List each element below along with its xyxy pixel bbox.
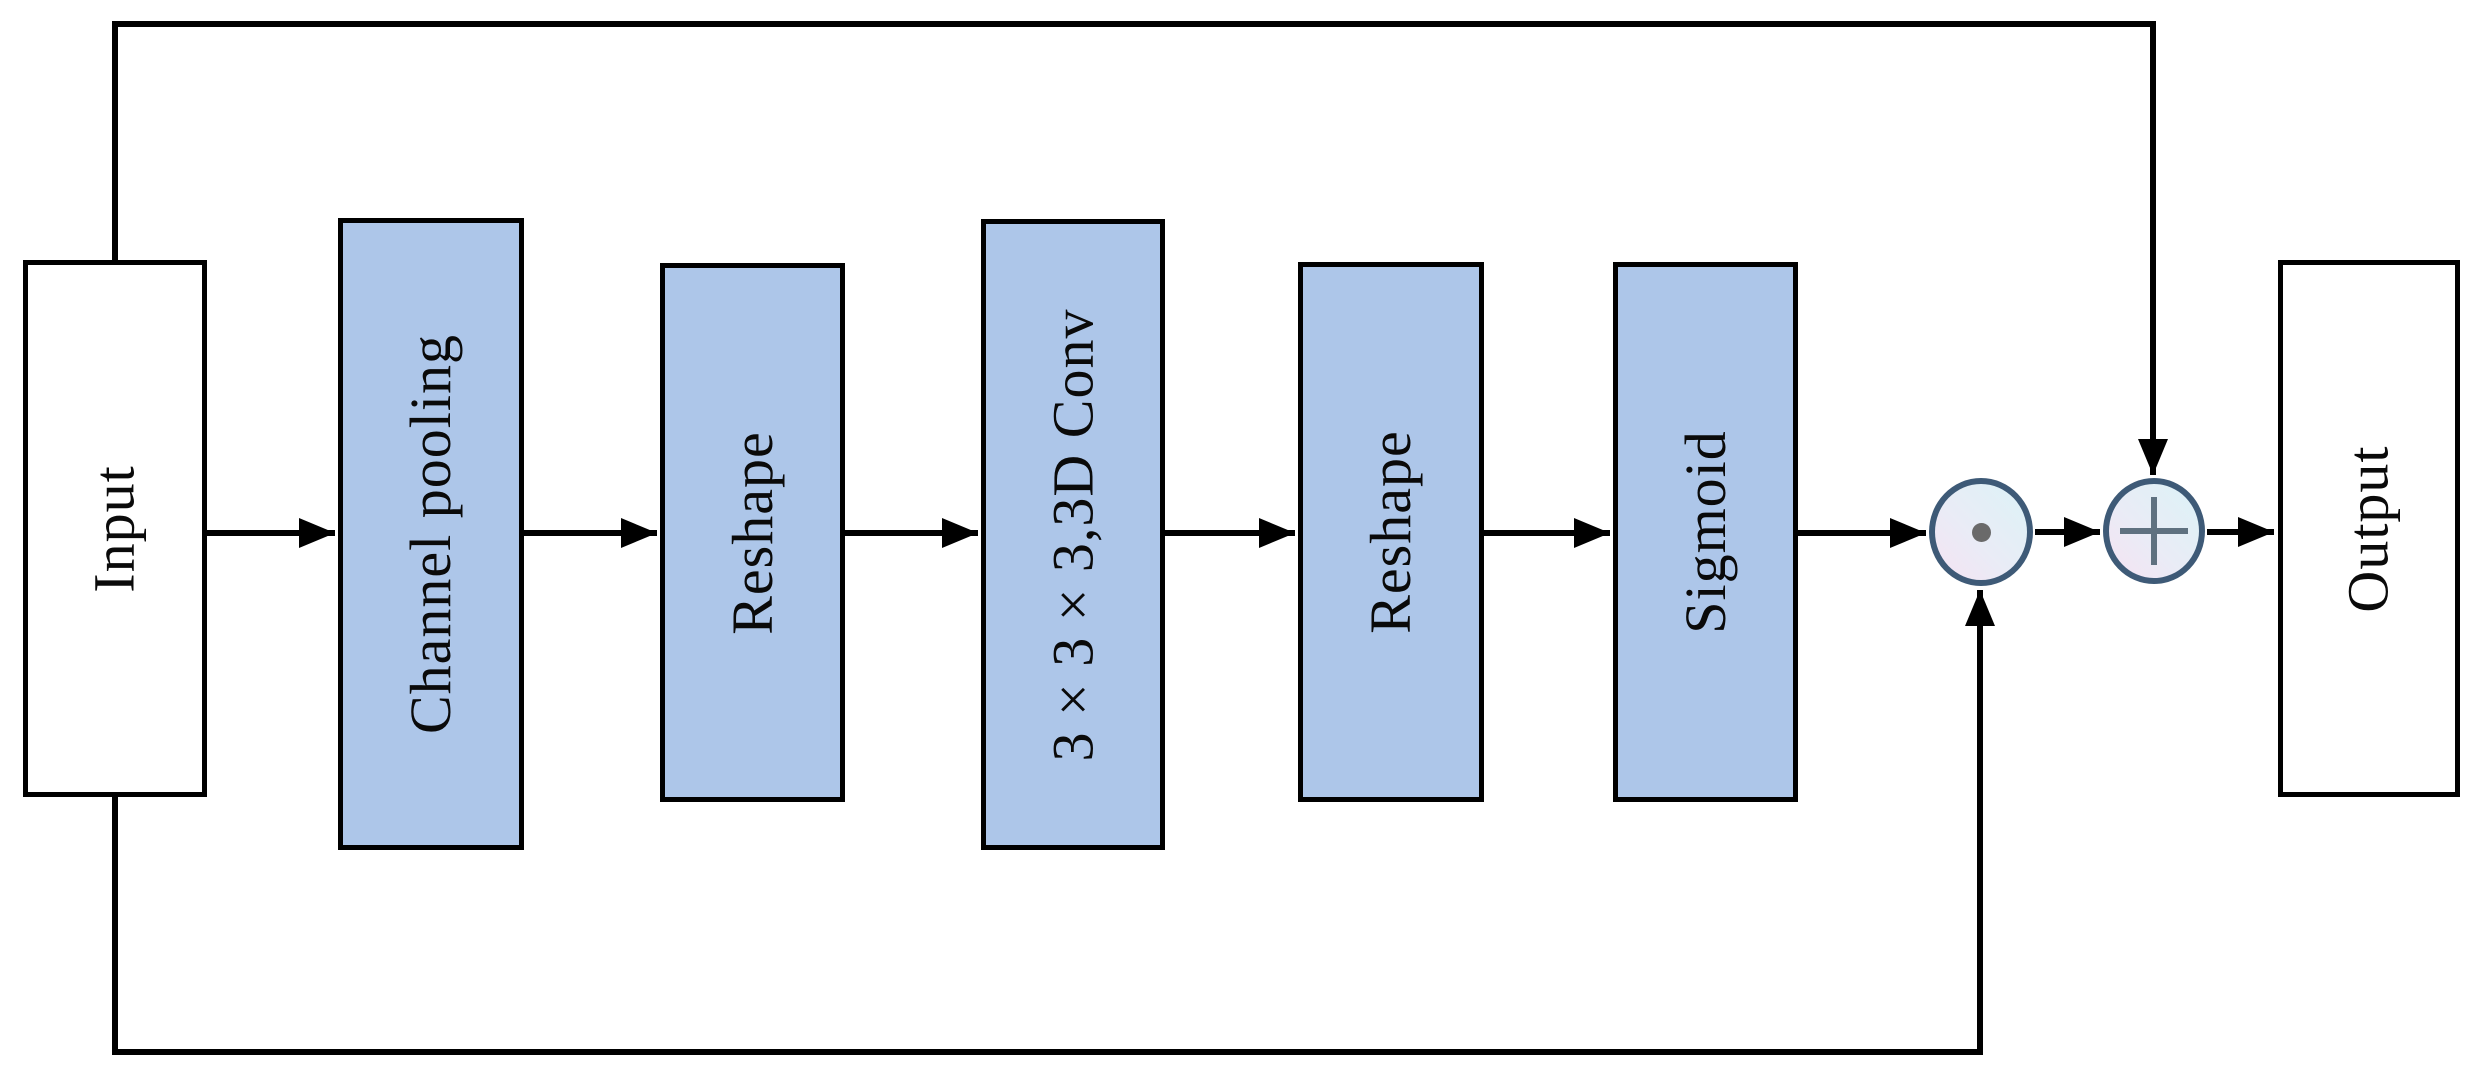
residual-bottom-connector [112,590,1995,1055]
block-channel-pooling: Channel pooling [338,218,524,850]
block-output-label: Output [2336,444,2401,613]
block-channel-pooling-label: Channel pooling [398,333,464,735]
block-reshape-2: Reshape [1298,262,1484,802]
residual-top-connector [112,21,2168,475]
block-reshape-1: Reshape [660,263,845,802]
elementwise-multiply-node [1929,478,2033,586]
block-input: Input [23,260,207,797]
block-reshape-2-label: Reshape [1358,430,1423,634]
block-sigmoid-label: Sigmoid [1672,430,1738,634]
block-sigmoid: Sigmoid [1613,262,1798,802]
dot-icon [1971,522,1991,542]
block-conv3d: 3 × 3 × 3,3D Conv [981,219,1165,850]
block-output: Output [2278,260,2460,797]
elementwise-add-node [2103,478,2205,584]
plus-icon [2120,497,2188,565]
block-reshape-1-label: Reshape [719,430,785,635]
block-conv3d-label: 3 × 3 × 3,3D Conv [1040,308,1105,761]
block-input-label: Input [82,464,147,593]
